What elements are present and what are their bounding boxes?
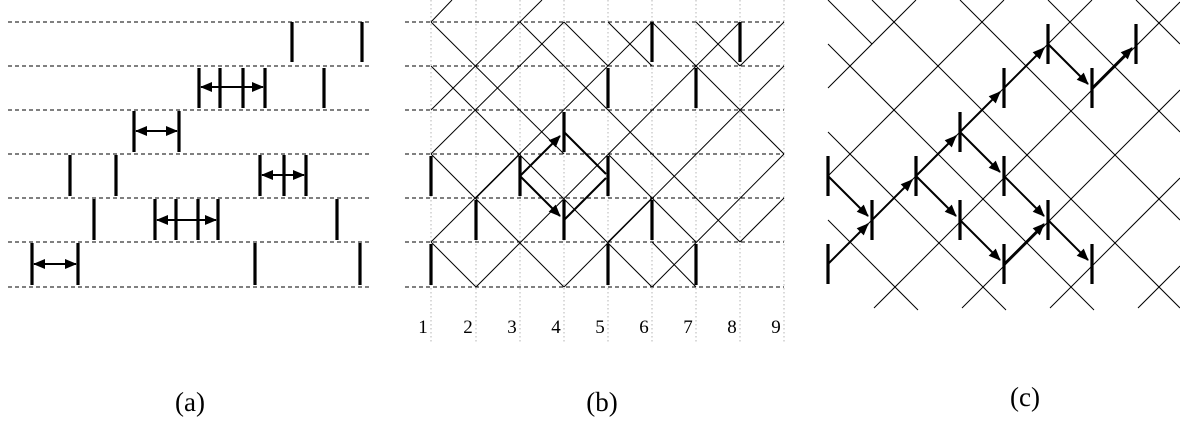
caption-a: (a) [175,387,205,417]
panel-b: 1 2 3 4 5 6 7 8 9 (b) [405,0,785,417]
column-label: 2 [463,317,473,338]
column-label: 8 [727,317,737,338]
panel-a-dashed-rows [8,21,372,288]
panel-b-column-labels: 1 2 3 4 5 6 7 8 9 [418,317,781,338]
panel-b-dashed-rows [405,21,784,288]
panel-c: (c) [826,0,1180,412]
column-label: 3 [507,317,517,338]
panel-b-diamond-lattice [430,0,785,288]
caption-b: (b) [586,387,617,417]
panel-c-flow-arrows [827,43,1133,265]
column-label: 1 [418,317,428,338]
column-label: 5 [595,317,605,338]
column-label: 4 [551,317,561,338]
panel-a-arrows [33,82,305,269]
panel-a: (a) [8,21,372,417]
panel-b-path-arrows [519,131,607,221]
caption-c: (c) [1010,382,1040,412]
panel-a-walls [30,22,364,285]
column-label: 6 [639,317,649,338]
column-label: 7 [683,317,693,338]
column-label: 9 [771,317,781,338]
